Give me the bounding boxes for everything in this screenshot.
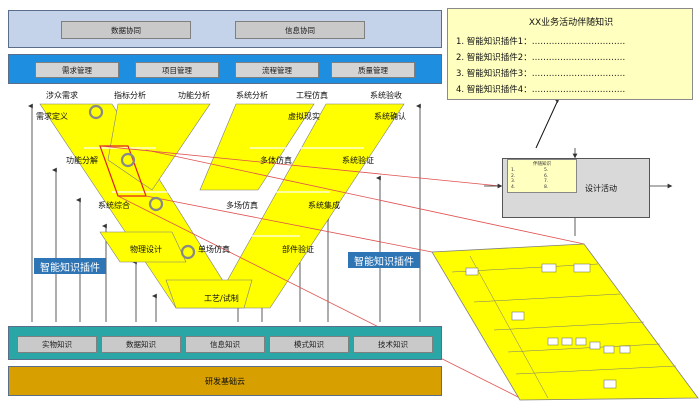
annotation-row: 4. 智能知识插件4：…………………………… [456,85,626,95]
physical-knowledge-chip[interactable]: 实物知识 [17,336,97,353]
data-knowledge-chip[interactable]: 数据知识 [101,336,181,353]
design-activity-box[interactable]: 伴随知识 1. 2. 3. 4. 5. 6. 7. 8. 设计活动 [502,158,650,218]
label-process-trial: 工艺/试制 [204,294,239,303]
label-system-integration: 系统集成 [308,201,340,210]
pattern-knowledge-chip[interactable]: 模式知识 [269,336,349,353]
v-shape [39,103,405,309]
label-multifield-sim: 多场仿真 [226,201,258,210]
data-collaboration-chip[interactable]: 数据协同 [61,21,191,39]
rd-base-cloud-band: 研发基础云 [8,366,442,396]
label-system-verification: 系统验证 [342,156,374,165]
technical-knowledge-chip[interactable]: 技术知识 [353,336,433,353]
label-singlefield-sim: 单场仿真 [198,245,230,254]
rd-base-cloud-label: 研发基础云 [205,376,245,386]
design-activity-label: 设计活动 [585,184,617,193]
projection-lines [99,145,585,399]
label-multibody-sim: 多体仿真 [260,156,292,165]
annotation-arrow [535,97,561,149]
project-mgmt-chip[interactable]: 项目管理 [135,62,219,78]
info-collaboration-chip[interactable]: 信息协同 [235,21,365,39]
smart-plugin-right[interactable]: 智能知识插件 [348,252,420,268]
label-system-analysis: 系统分析 [236,91,268,100]
knowledge-band: 实物知识 数据知识 信息知识 模式知识 技术知识 [8,326,442,360]
label-function-decomposition: 功能分解 [66,156,98,165]
activity-arrows [484,148,673,236]
accompanying-knowledge-box: XX业务活动伴随知识 1. 智能知识插件1：…………………………… 2. 智能知… [447,8,693,100]
label-system-acceptance: 系统验收 [370,91,402,100]
smart-plugin-left[interactable]: 智能知识插件 [34,258,106,274]
cycle-icons [88,104,196,260]
quality-mgmt-chip[interactable]: 质量管理 [331,62,415,78]
process-mgmt-chip[interactable]: 流程管理 [235,62,319,78]
annotation-row: 1. 智能知识插件1：…………………………… [456,37,626,47]
label-stakeholder-needs: 涉众需求 [46,91,78,100]
label-virtual-reality: 虚拟现实 [288,112,320,121]
label-function-analysis: 功能分析 [178,91,210,100]
requirement-mgmt-chip[interactable]: 需求管理 [35,62,119,78]
knowledge-document [431,243,699,401]
accompanying-knowledge-mini: 伴随知识 1. 2. 3. 4. 5. 6. 7. 8. [507,159,577,193]
management-band: 需求管理 项目管理 流程管理 质量管理 [8,54,442,84]
annotation-row: 2. 智能知识插件2：…………………………… [456,53,626,63]
label-system-synthesis: 系统综合 [98,201,130,210]
label-component-verification: 部件验证 [282,245,314,254]
label-physical-design: 物理设计 [130,245,162,254]
annotation-row: 3. 智能知识插件3：…………………………… [456,69,626,79]
label-engineering-sim: 工程仿真 [296,91,328,100]
label-system-confirmation: 系统确认 [374,112,406,121]
accompanying-knowledge-title: XX业务活动伴随知识 [528,18,614,28]
upward-arrows [28,103,421,322]
information-knowledge-chip[interactable]: 信息知识 [185,336,265,353]
collaboration-band: 数据协同 信息协同 [8,10,442,48]
label-indicator-analysis: 指标分析 [114,91,146,100]
label-requirement-definition: 需求定义 [36,112,68,121]
